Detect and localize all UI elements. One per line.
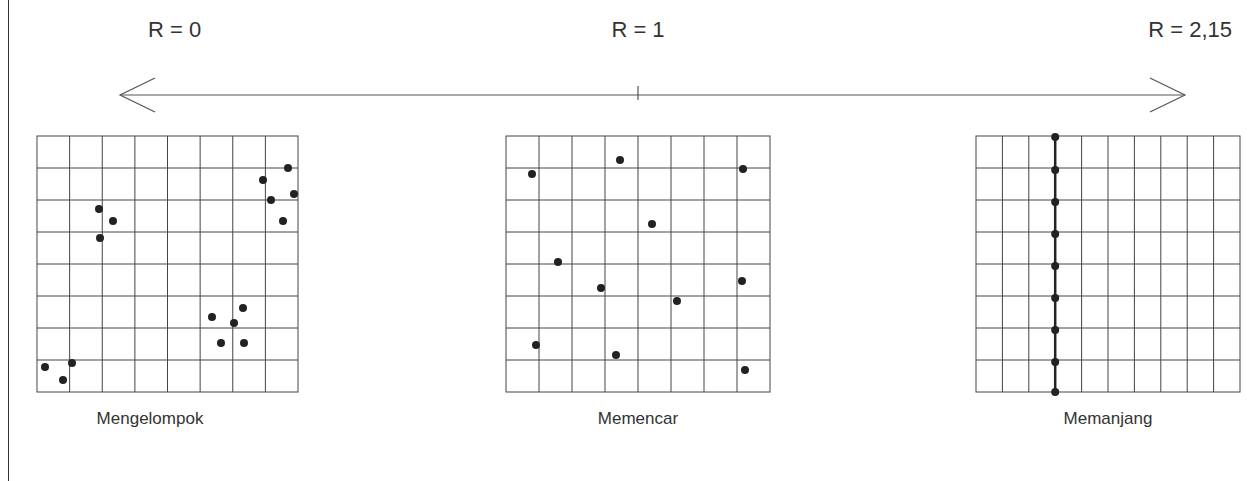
grid-line <box>506 168 770 169</box>
index-value: R = 1 <box>611 18 664 42</box>
grid-line <box>37 328 298 329</box>
grid-line <box>506 296 770 297</box>
index-value: R = 0 <box>148 18 201 42</box>
grid-line <box>37 200 298 201</box>
grid-line <box>37 232 298 233</box>
grid-line <box>37 360 298 361</box>
grid-line <box>37 296 298 297</box>
grid-line <box>976 200 1240 201</box>
grid-line <box>506 200 770 201</box>
frame-line <box>8 0 9 481</box>
scale-axis <box>120 78 1185 112</box>
grid-line <box>976 264 1240 265</box>
grid-frame <box>976 136 1240 392</box>
grid-line <box>976 168 1240 169</box>
grid-line <box>37 168 298 169</box>
grid-line <box>506 232 770 233</box>
grid-line <box>506 328 770 329</box>
pattern-caption: Mengelompok <box>97 410 204 429</box>
grid-line <box>976 296 1240 297</box>
grid-line <box>37 264 298 265</box>
grid-frame <box>506 136 770 392</box>
index-value: R = 2,15 <box>1148 18 1232 42</box>
grid-line <box>976 232 1240 233</box>
grid-line <box>506 264 770 265</box>
pattern-caption: Memanjang <box>1064 410 1153 429</box>
grid-line <box>506 360 770 361</box>
grid-line <box>976 328 1240 329</box>
grid-group <box>37 136 1240 392</box>
pattern-caption: Memencar <box>598 410 678 429</box>
dot-group <box>41 133 1059 396</box>
grid-frame <box>37 136 298 392</box>
grid-line <box>976 360 1240 361</box>
